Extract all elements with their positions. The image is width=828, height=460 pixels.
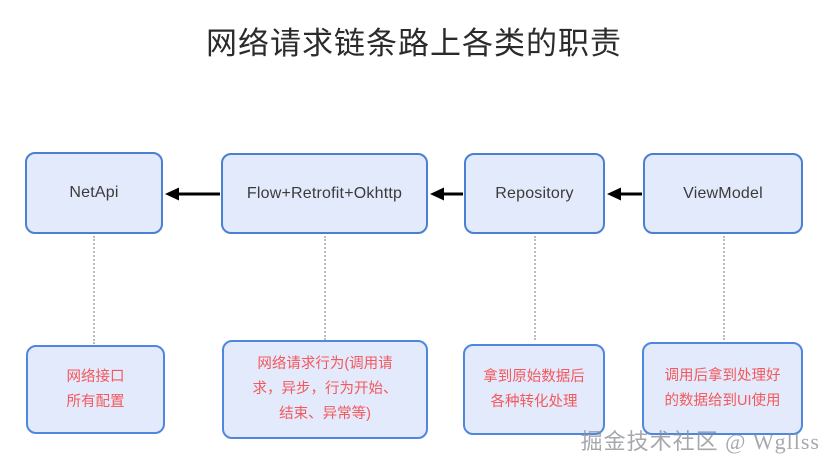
stage-box-flow[interactable]: Flow+Retrofit+Okhttp	[221, 153, 428, 234]
stage-label-viewmodel: ViewModel	[683, 184, 763, 202]
note-label-viewmodel: 调用后拿到处理好 的数据给到UI使用	[664, 367, 781, 409]
note-label-netapi: 网络接口 所有配置	[66, 368, 125, 410]
stage-label-flow: Flow+Retrofit+Okhttp	[246, 184, 403, 202]
connector-viewmodel	[723, 236, 727, 340]
stage-label-netapi: NetApi	[69, 184, 119, 201]
note-box-viewmodel[interactable]: 调用后拿到处理好 的数据给到UI使用	[642, 342, 803, 435]
note-label-flow: 网络请求行为(调用请 求，异步，行为开始、 结束、异常等)	[252, 356, 398, 422]
page-title: 网络请求链条路上各类的职责	[206, 26, 622, 61]
stage-box-viewmodel[interactable]: ViewModel	[643, 153, 803, 234]
note-box-repository[interactable]: 拿到原始数据后 各种转化处理	[463, 344, 605, 435]
connector-netapi	[93, 236, 97, 344]
note-box-flow[interactable]: 网络请求行为(调用请 求，异步，行为开始、 结束、异常等)	[222, 340, 428, 439]
stage-box-repository[interactable]: Repository	[464, 153, 605, 234]
stage-label-repository: Repository	[495, 184, 574, 202]
arrow-repository-to-flow	[430, 187, 463, 201]
connector-flow	[324, 236, 328, 340]
arrow-viewmodel-to-repository	[607, 187, 642, 201]
watermark: 掘金技术社区 @ Wgllss	[580, 429, 820, 454]
arrow-flow-to-netapi	[165, 187, 220, 201]
note-box-netapi[interactable]: 网络接口 所有配置	[26, 345, 165, 434]
note-label-repository: 拿到原始数据后 各种转化处理	[483, 368, 585, 410]
connector-repository	[534, 236, 538, 340]
stage-box-netapi[interactable]: NetApi	[25, 152, 163, 234]
